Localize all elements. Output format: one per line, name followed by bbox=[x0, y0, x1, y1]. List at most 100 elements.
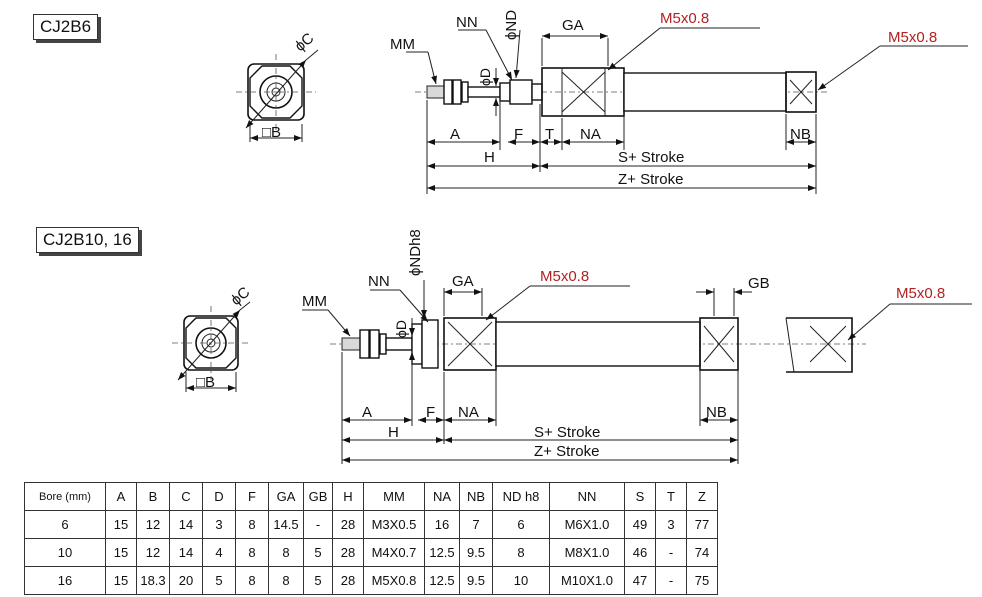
label-a-2: A bbox=[362, 404, 372, 421]
label-square-b-2: □B bbox=[196, 374, 215, 391]
label-f-1: F bbox=[514, 126, 523, 143]
label-port-rear-2: M5x0.8 bbox=[896, 285, 945, 302]
table-cell: 28 bbox=[332, 538, 364, 567]
section-title-cj2b6: CJ2B6 bbox=[33, 14, 99, 40]
table-cell: M8X1.0 bbox=[549, 538, 625, 567]
table-cell: 10 bbox=[492, 566, 550, 595]
cj2b6-end-view bbox=[236, 49, 319, 142]
table-header-cell: H bbox=[332, 482, 364, 511]
table-header-cell: C bbox=[169, 482, 203, 511]
label-port-rear-1: M5x0.8 bbox=[888, 29, 937, 46]
cj2b10-16-end-view bbox=[172, 301, 251, 392]
table-cell: 46 bbox=[624, 538, 656, 567]
table-cell: 5 bbox=[303, 566, 333, 595]
label-ga-1: GA bbox=[562, 17, 584, 34]
table-header-cell: T bbox=[655, 482, 687, 511]
cj2b6-side-view bbox=[406, 27, 968, 194]
table-header-cell: D bbox=[202, 482, 236, 511]
table-cell: 18.3 bbox=[136, 566, 170, 595]
label-h-2: H bbox=[388, 424, 399, 441]
label-dia-c-1: ϕC bbox=[292, 30, 318, 55]
table-header-cell: F bbox=[235, 482, 269, 511]
table-cell: 12 bbox=[136, 538, 170, 567]
label-dia-d-2: ϕD bbox=[393, 320, 409, 338]
label-nn-1: NN bbox=[456, 14, 478, 31]
table-cell: 20 bbox=[169, 566, 203, 595]
label-ga-2: GA bbox=[452, 273, 474, 290]
table-cell: 4 bbox=[202, 538, 236, 567]
label-square-b-1: □B bbox=[262, 124, 281, 141]
table-cell: 14 bbox=[169, 510, 203, 539]
table-cell: 3 bbox=[202, 510, 236, 539]
table-cell: - bbox=[655, 538, 687, 567]
label-z-stroke-1: Z+ Stroke bbox=[618, 171, 683, 188]
table-header-cell: ND h8 bbox=[492, 482, 550, 511]
table-cell: M6X1.0 bbox=[549, 510, 625, 539]
label-gb: GB bbox=[748, 275, 770, 292]
table-cell: 47 bbox=[624, 566, 656, 595]
table-cell: 9.5 bbox=[459, 538, 493, 567]
table-header-cell: NA bbox=[424, 482, 460, 511]
label-mm-1: MM bbox=[390, 36, 415, 53]
table-cell: M4X0.7 bbox=[363, 538, 425, 567]
cj2b10-16-side-view bbox=[302, 280, 972, 464]
table-cell: 16 bbox=[424, 510, 460, 539]
label-mm-2: MM bbox=[302, 293, 327, 310]
table-cell: 5 bbox=[202, 566, 236, 595]
table-cell: 28 bbox=[332, 566, 364, 595]
table-header-cell: Bore (mm) bbox=[24, 482, 106, 511]
label-nb-2: NB bbox=[706, 404, 727, 421]
table-header-cell: MM bbox=[363, 482, 425, 511]
table-header-cell: Z bbox=[686, 482, 718, 511]
table-cell: 3 bbox=[655, 510, 687, 539]
table-cell: M5X0.8 bbox=[363, 566, 425, 595]
label-nb-1: NB bbox=[790, 126, 811, 143]
table-header-cell: GB bbox=[303, 482, 333, 511]
table-cell: 8 bbox=[235, 566, 269, 595]
table-cell: 12 bbox=[136, 510, 170, 539]
table-cell: M10X1.0 bbox=[549, 566, 625, 595]
table-cell: 15 bbox=[105, 510, 137, 539]
table-cell: 10 bbox=[24, 538, 106, 567]
table-cell: 6 bbox=[492, 510, 550, 539]
label-t-1: T bbox=[545, 126, 554, 143]
label-h-1: H bbox=[484, 149, 495, 166]
label-na-1: NA bbox=[580, 126, 601, 143]
table-cell: 14.5 bbox=[268, 510, 304, 539]
label-z-stroke-2: Z+ Stroke bbox=[534, 443, 599, 460]
table-cell: 6 bbox=[24, 510, 106, 539]
section-title-cj2b10-16: CJ2B10, 16 bbox=[36, 227, 139, 253]
table-header-cell: S bbox=[624, 482, 656, 511]
table-cell: 8 bbox=[268, 566, 304, 595]
table-cell: 16 bbox=[24, 566, 106, 595]
table-header-cell: GA bbox=[268, 482, 304, 511]
table-cell: 28 bbox=[332, 510, 364, 539]
table-cell: - bbox=[303, 510, 333, 539]
table-cell: - bbox=[655, 566, 687, 595]
technical-drawing: ϕC □B bbox=[172, 10, 972, 464]
table-cell: 15 bbox=[105, 538, 137, 567]
label-s-stroke-1: S+ Stroke bbox=[618, 149, 684, 166]
table-cell: 12.5 bbox=[424, 566, 460, 595]
table-cell: 12.5 bbox=[424, 538, 460, 567]
table-cell: 77 bbox=[686, 510, 718, 539]
label-dia-d-1: ϕD bbox=[477, 68, 493, 86]
label-na-2: NA bbox=[458, 404, 479, 421]
table-cell: 9.5 bbox=[459, 566, 493, 595]
table-cell: M3X0.5 bbox=[363, 510, 425, 539]
table-cell: 75 bbox=[686, 566, 718, 595]
table-cell: 14 bbox=[169, 538, 203, 567]
table-cell: 8 bbox=[235, 538, 269, 567]
table-header-cell: NN bbox=[549, 482, 625, 511]
table-cell: 8 bbox=[268, 538, 304, 567]
table-cell: 5 bbox=[303, 538, 333, 567]
table-header-cell: B bbox=[136, 482, 170, 511]
label-a-1: A bbox=[450, 126, 460, 143]
label-port-front-1: M5x0.8 bbox=[660, 10, 709, 27]
label-s-stroke-2: S+ Stroke bbox=[534, 424, 600, 441]
